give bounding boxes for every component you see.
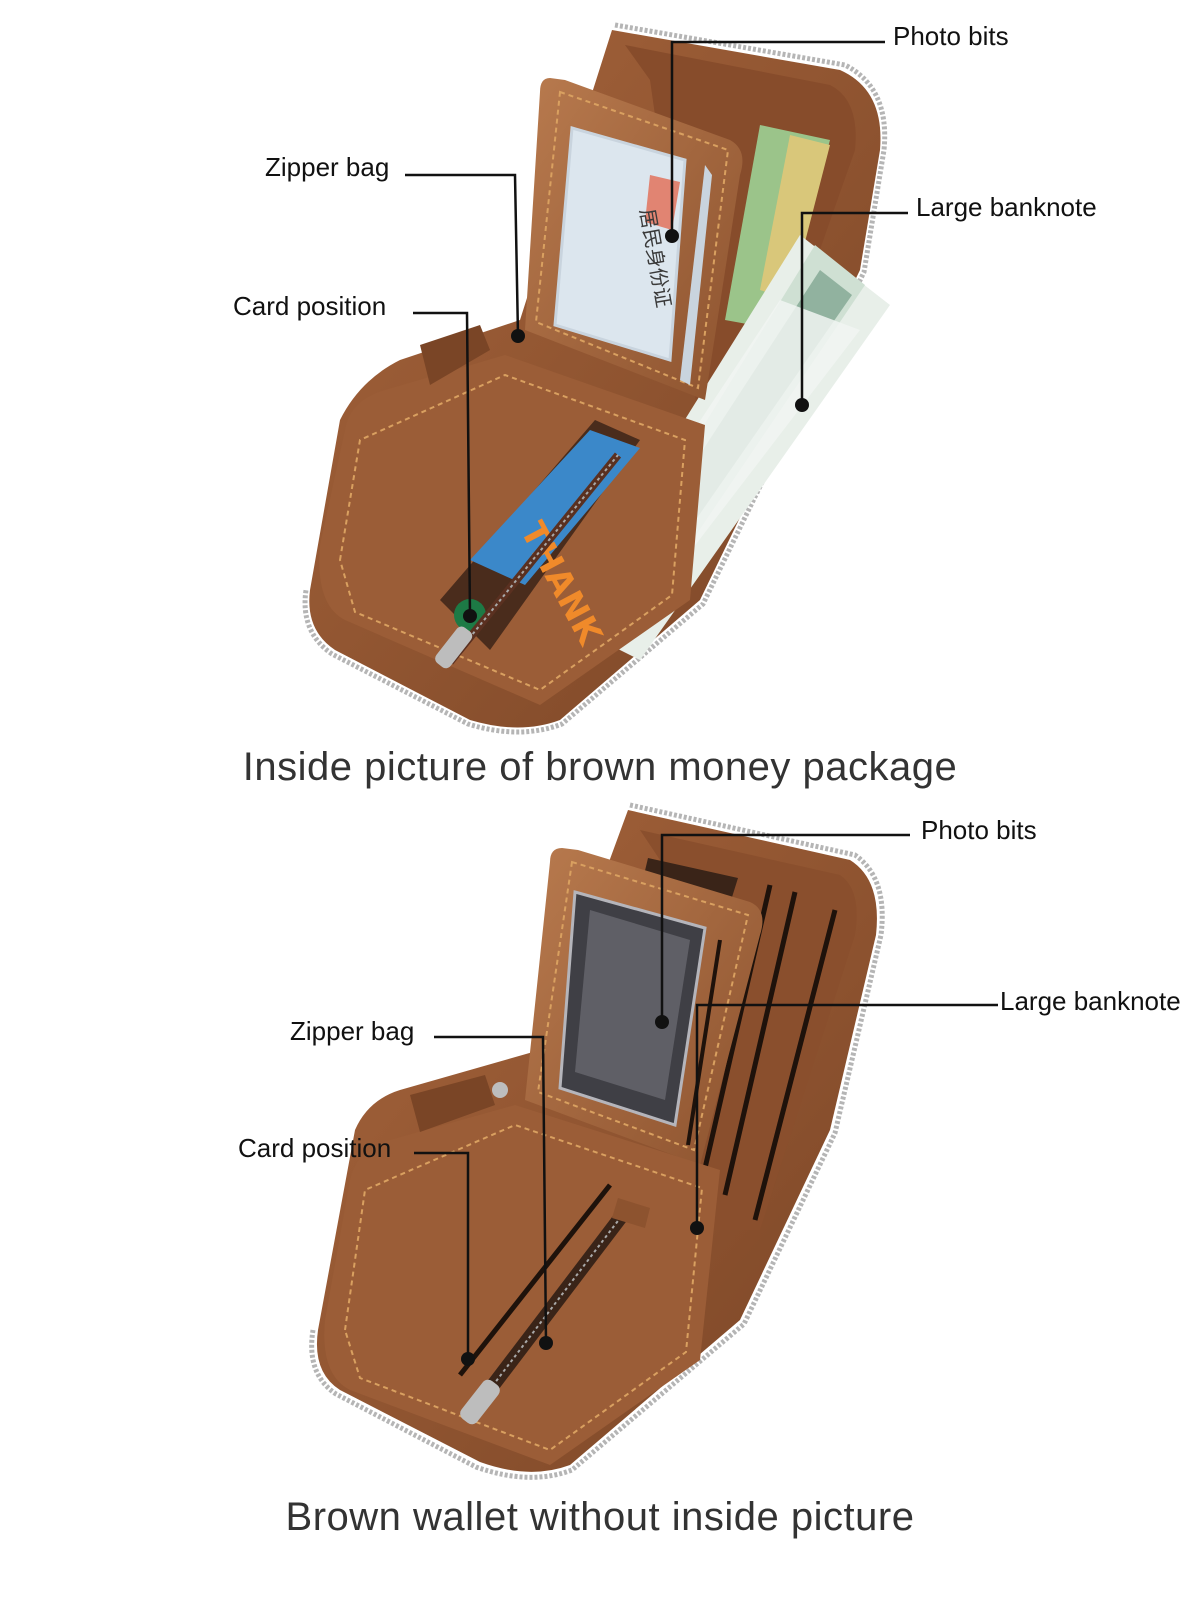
inner-zipper [472,1200,636,1410]
label-zipper-bag: Zipper bag [290,1016,415,1046]
empty-wallet-panel: Photo bits Large banknote Zipper bag Car… [0,800,1200,1600]
leader-dots [463,229,809,623]
label-zipper-bag: Zipper bag [265,152,390,182]
wallet-with-contents-panel: 居民身份证 THANK Photo bits Zipper ba [233,21,1097,789]
zipper-pull [410,1075,495,1132]
card-slot [458,1183,612,1377]
leader-dots [461,1015,704,1366]
caption-bottom: Brown wallet without inside picture [285,1495,915,1539]
wallet-with-contents-photo: 居民身份证 THANK [302,22,908,735]
leader-lines [414,833,998,1359]
zipper-track [302,22,888,735]
zipper-pull [420,325,490,385]
card-slot [680,165,712,385]
empty-wallet-photo [309,802,998,1480]
zipper-slider-icon [435,626,473,669]
zipper-slider-icon [460,1379,500,1425]
leader-lines [405,40,908,617]
label-photo-bits: Photo bits [893,21,1009,51]
flap-slot [686,939,722,1146]
thank-card [470,430,640,585]
label-card-position: Card position [233,291,387,321]
label-large-banknote: Large banknote [1000,986,1181,1016]
label-card-position: Card position [238,1133,392,1163]
inner-panel [324,1105,720,1465]
caption-top: Inside picture of brown money package [242,745,958,789]
label-photo-bits: Photo bits [921,815,1037,845]
label-large-banknote: Large banknote [916,192,1097,222]
